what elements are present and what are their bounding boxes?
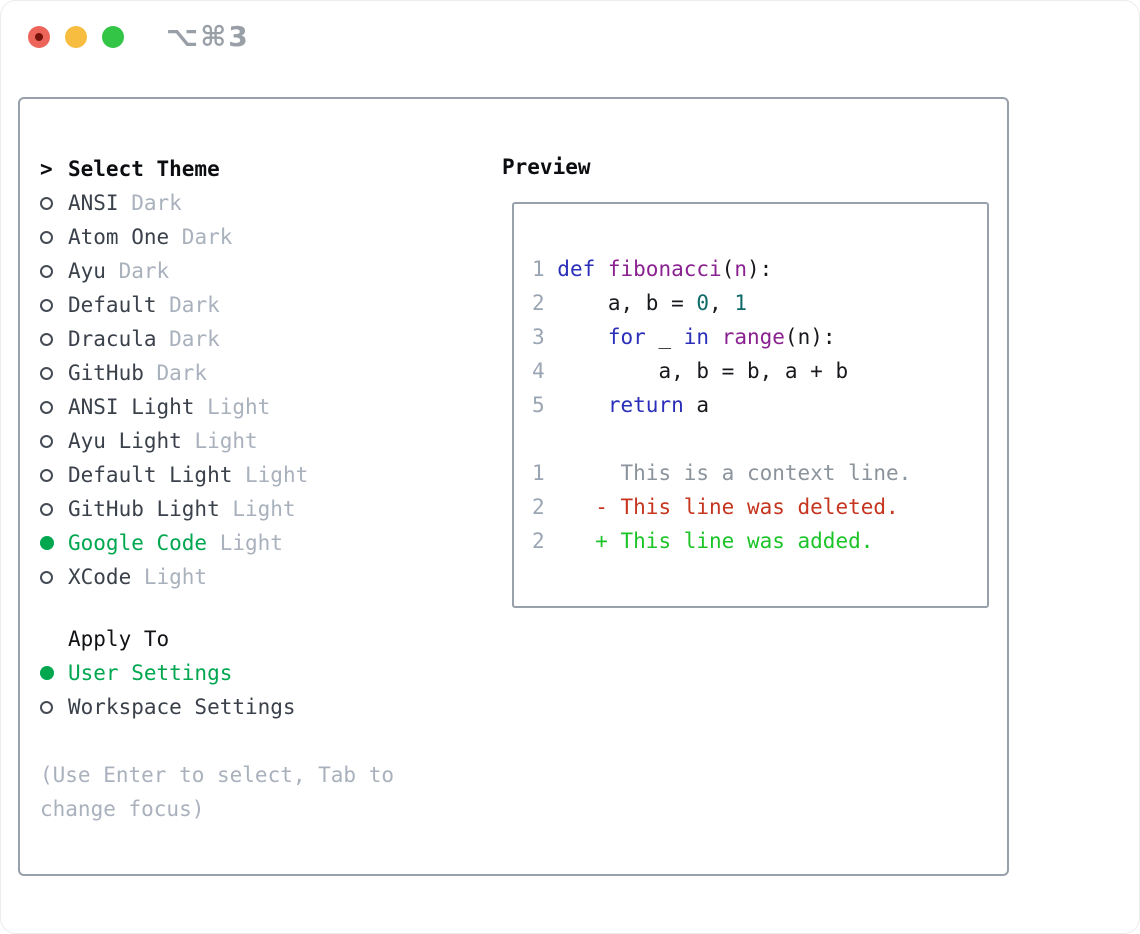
option-variant: Light bbox=[207, 531, 283, 555]
code-line: 5 return a bbox=[532, 393, 710, 417]
minimize-traffic-light-icon[interactable] bbox=[65, 26, 87, 48]
radio-icon bbox=[40, 468, 68, 482]
option-variant: Dark bbox=[169, 225, 233, 249]
code-line: 1 This is a context line. bbox=[532, 461, 912, 485]
code-line: 3 for _ in range(n): bbox=[532, 325, 836, 349]
radio-icon bbox=[40, 332, 68, 346]
code-line: 2 a, b = 0, 1 bbox=[532, 291, 747, 315]
radio-icon bbox=[40, 298, 68, 312]
option-label: Default bbox=[68, 293, 157, 317]
option-label: User Settings bbox=[68, 661, 233, 685]
hint-line: (Use Enter to select, Tab to bbox=[40, 763, 395, 787]
code-line: 2 - This line was deleted. bbox=[532, 495, 899, 519]
radio-icon bbox=[40, 570, 68, 584]
theme-option-default[interactable]: Default Dark bbox=[40, 288, 394, 322]
radio-icon bbox=[40, 366, 68, 380]
window-title-shortcut: ⌥⌘3 bbox=[166, 20, 250, 53]
option-variant: Dark bbox=[156, 293, 220, 317]
radio-selected-icon bbox=[40, 666, 68, 680]
option-variant: Light bbox=[194, 395, 271, 419]
radio-icon bbox=[40, 400, 68, 414]
preview-header: Preview bbox=[502, 155, 591, 179]
apply-to-header-row: Apply To bbox=[40, 622, 394, 656]
code-line: 2 + This line was added. bbox=[532, 529, 874, 553]
option-variant: Light bbox=[219, 497, 296, 521]
option-label: ANSI Light bbox=[68, 395, 195, 419]
theme-option-ayu[interactable]: Ayu Dark bbox=[40, 254, 394, 288]
option-label: Workspace Settings bbox=[68, 695, 296, 719]
option-label: GitHub bbox=[68, 361, 144, 385]
option-label: Ayu bbox=[68, 259, 106, 283]
focus-caret-icon: > bbox=[40, 157, 53, 181]
apply-option-user-settings[interactable]: User Settings bbox=[40, 656, 394, 690]
apply-option-workspace-settings[interactable]: Workspace Settings bbox=[40, 690, 394, 724]
option-label: Ayu Light bbox=[68, 429, 182, 453]
theme-option-ayu-light[interactable]: Ayu Light Light bbox=[40, 424, 394, 458]
theme-option-default-light[interactable]: Default Light Light bbox=[40, 458, 394, 492]
select-theme-header: Select Theme bbox=[68, 157, 220, 181]
option-variant: Light bbox=[131, 565, 208, 589]
code-line: 4 a, b = b, a + b bbox=[532, 359, 849, 383]
radio-selected-icon bbox=[40, 536, 68, 550]
theme-option-google-code[interactable]: Google Code Light bbox=[40, 526, 394, 560]
theme-option-ansi[interactable]: ANSI Dark bbox=[40, 186, 394, 220]
traffic-lights bbox=[28, 26, 124, 48]
select-theme-header-row: > Select Theme bbox=[40, 152, 394, 186]
option-variant: Dark bbox=[156, 327, 220, 351]
radio-icon bbox=[40, 502, 68, 516]
option-label: XCode bbox=[68, 565, 132, 589]
close-traffic-light-icon[interactable] bbox=[28, 26, 50, 48]
theme-option-github-light[interactable]: GitHub Light Light bbox=[40, 492, 394, 526]
radio-icon bbox=[40, 434, 68, 448]
radio-icon bbox=[40, 264, 68, 278]
code-line: 1 def fibonacci(n): bbox=[532, 257, 773, 281]
option-label: Atom One bbox=[68, 225, 170, 249]
option-label: Default Light bbox=[68, 463, 233, 487]
option-label: GitHub Light bbox=[68, 497, 220, 521]
preview-code: 1 def fibonacci(n): 2 a, b = 0, 1 3 for _ … bbox=[514, 204, 987, 558]
preview-pane: 1 def fibonacci(n): 2 a, b = 0, 1 3 for _ … bbox=[512, 202, 989, 608]
option-variant: Light bbox=[232, 463, 309, 487]
theme-option-github[interactable]: GitHub Dark bbox=[40, 356, 394, 390]
radio-icon bbox=[40, 230, 68, 244]
apply-to-header: Apply To bbox=[68, 627, 170, 651]
option-variant: Dark bbox=[118, 191, 182, 215]
option-label: ANSI bbox=[68, 191, 119, 215]
option-variant: Dark bbox=[143, 361, 208, 385]
code-line bbox=[532, 422, 987, 456]
theme-option-atom-one[interactable]: Atom One Dark bbox=[40, 220, 394, 254]
option-label: Google Code bbox=[68, 531, 208, 555]
option-variant: Dark bbox=[105, 259, 170, 283]
hint-line: change focus) bbox=[40, 797, 205, 821]
option-variant: Light bbox=[181, 429, 258, 453]
keyboard-hint: (Use Enter to select, Tab to change focu… bbox=[40, 758, 394, 826]
radio-icon bbox=[40, 196, 68, 210]
radio-icon bbox=[40, 700, 68, 714]
theme-option-ansi-light[interactable]: ANSI Light Light bbox=[40, 390, 394, 424]
theme-option-dracula[interactable]: Dracula Dark bbox=[40, 322, 394, 356]
theme-option-xcode[interactable]: XCode Light bbox=[40, 560, 394, 594]
option-label: Dracula bbox=[68, 327, 157, 351]
zoom-traffic-light-icon[interactable] bbox=[102, 26, 124, 48]
